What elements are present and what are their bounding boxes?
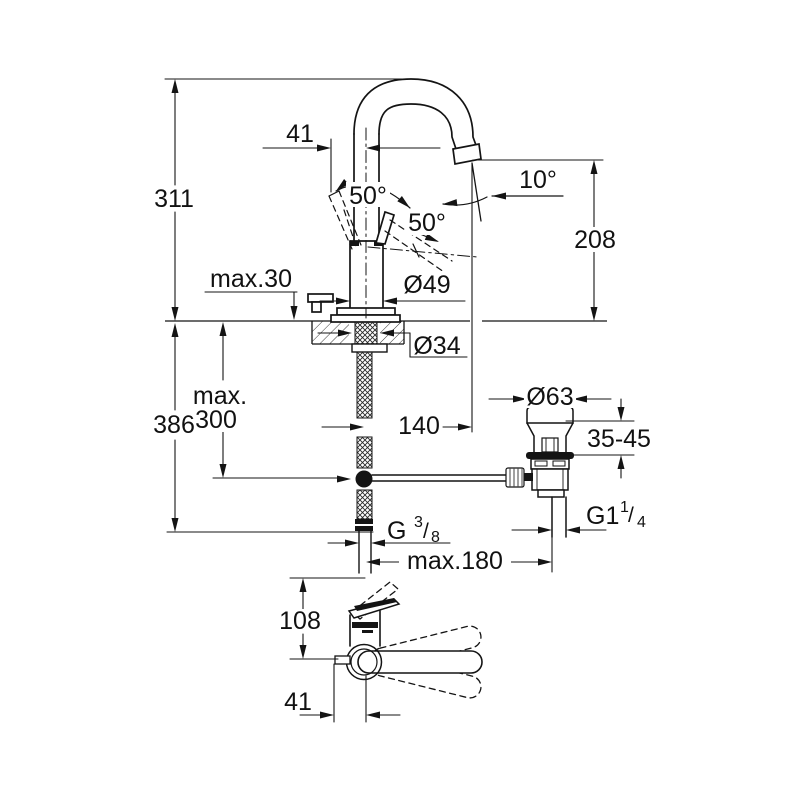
thread-g114-g: G1 (586, 502, 619, 530)
dim-body-diameter: Ø49 (403, 271, 450, 299)
dim-side-offset: 41 (284, 688, 312, 716)
supply-hose (356, 351, 373, 419)
counter-deck (165, 320, 607, 345)
thread-g38-den: 8 (431, 529, 440, 546)
dim-deck-thickness: max.30 (210, 265, 292, 293)
thread-g38-num: 3 (414, 514, 423, 531)
thread-g38-g: G (387, 517, 406, 545)
dim-total-depth: 386 (153, 411, 195, 439)
thread-g114-den: 4 (637, 514, 646, 531)
thread-g38-slash: / (423, 520, 429, 543)
mounting-shank (354, 321, 378, 345)
thread-label-g114: G1 1 / 4 (586, 499, 646, 531)
spout-inner-arc (378, 103, 457, 150)
dim-hose-depth-1: max. (193, 382, 247, 410)
handle-side-solid (357, 650, 483, 674)
stream-angle (471, 162, 482, 222)
thread-g114-slash: / (628, 504, 634, 527)
dim-swing-front: 50° (349, 182, 387, 210)
dimension-labels: 311 41 50° 50° 10° 208 max.30 Ø49 Ø34 ma… (153, 120, 651, 716)
dim-spout-offset: 41 (286, 120, 314, 148)
mounting-nut (351, 343, 388, 353)
thread-label-g38: G 3 / 8 (387, 514, 440, 546)
dim-spout-reach: 140 (398, 412, 440, 440)
label-backgrounds (148, 182, 652, 633)
dim-outlet-height: 208 (574, 226, 616, 254)
dim-waste-offset: max.180 (407, 547, 503, 575)
dimension-arrows (171, 79, 625, 719)
dim-hose-depth-2: 300 (195, 406, 237, 434)
spout-aerator (452, 142, 482, 166)
rod-ball-joint (355, 470, 373, 488)
waste-flange (526, 452, 574, 459)
faucet-side-view (334, 581, 483, 699)
dim-hole-diameter: Ø34 (413, 332, 460, 360)
dim-waste-flange: Ø63 (526, 383, 573, 411)
spout-outer-arc (353, 78, 478, 149)
popup-waste-assembly (505, 406, 574, 573)
thread-g114-num: 1 (620, 499, 629, 516)
dim-outlet-angle: 10° (519, 166, 557, 194)
dimension-lines (164, 78, 635, 723)
dim-side-height: 108 (279, 607, 321, 635)
dim-swing-side: 50° (408, 209, 446, 237)
linkage-knob (505, 467, 525, 488)
dim-height-total: 311 (154, 185, 194, 213)
dim-clamp-range: 35-45 (587, 425, 651, 453)
